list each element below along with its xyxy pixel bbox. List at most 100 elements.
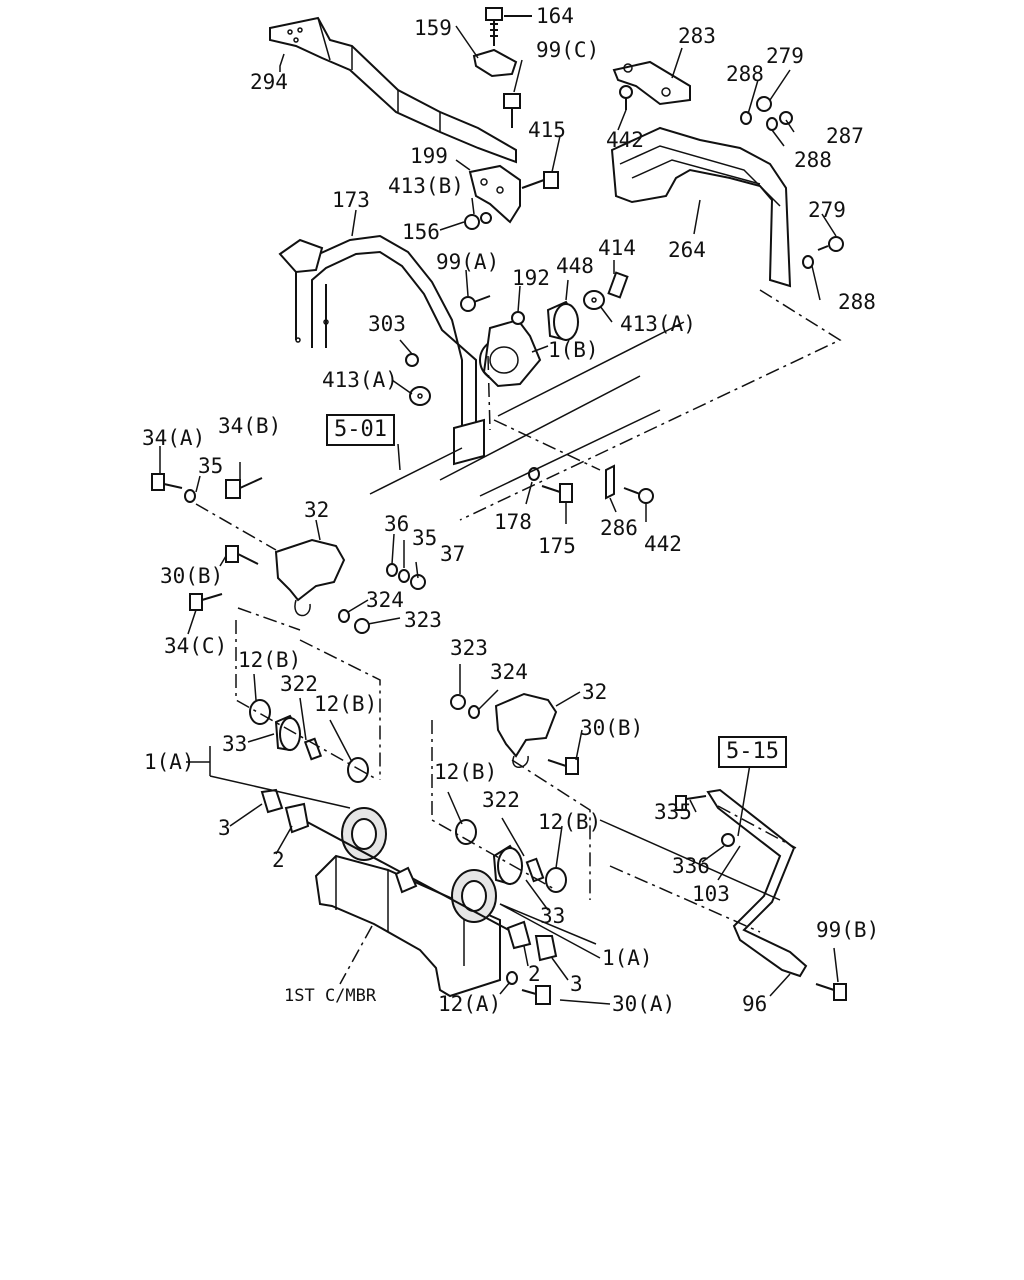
callout-12b-3: 12(B) xyxy=(434,760,498,784)
callout-413a-right: 413(A) xyxy=(620,312,696,336)
callout-175: 175 xyxy=(538,534,576,558)
callout-35-right: 35 xyxy=(412,526,438,550)
plate-286 xyxy=(605,464,654,504)
callout-35-left: 35 xyxy=(198,454,224,478)
bushing-1b xyxy=(479,318,542,388)
callout-99c: 99(C) xyxy=(536,38,600,62)
bracket-32-right xyxy=(450,692,579,775)
washers-35-36-37 xyxy=(184,489,426,634)
callout-442-bottom: 442 xyxy=(644,532,682,556)
callout-34a: 34(A) xyxy=(142,426,206,450)
washer-288 xyxy=(740,111,814,269)
callout-159: 159 xyxy=(414,16,452,40)
callout-303: 303 xyxy=(368,312,406,336)
callout-286: 286 xyxy=(600,516,638,540)
callout-279-right: 279 xyxy=(808,198,846,222)
frame-173 xyxy=(278,234,485,466)
bracket-294 xyxy=(269,16,517,164)
callout-32-left: 32 xyxy=(304,498,330,522)
callout-37: 37 xyxy=(440,542,466,566)
callout-322-left: 322 xyxy=(280,672,318,696)
callout-288-mid: 288 xyxy=(794,148,832,172)
callout-leaders xyxy=(159,25,839,1005)
callout-173: 173 xyxy=(332,188,370,212)
callout-287: 287 xyxy=(826,124,864,148)
callout-413b: 413(B) xyxy=(388,174,464,198)
callout-3-left: 3 xyxy=(218,816,231,840)
callout-442-top: 442 xyxy=(606,128,644,152)
reference-box-5-01: 5-01 xyxy=(326,414,395,446)
mount-448 xyxy=(546,300,580,342)
callout-322-right: 322 xyxy=(482,788,520,812)
reference-box-5-15: 5-15 xyxy=(718,736,787,768)
callout-192: 192 xyxy=(512,266,550,290)
callout-32-right: 32 xyxy=(582,680,608,704)
callout-99a: 99(A) xyxy=(436,250,500,274)
callout-323-left: 323 xyxy=(404,608,442,632)
bolt-442a xyxy=(619,85,633,110)
callout-156: 156 xyxy=(402,220,440,244)
bolt-30a xyxy=(506,971,551,1005)
callout-414: 414 xyxy=(598,236,636,260)
callout-1a-left: 1(A) xyxy=(144,750,195,774)
callout-12b-4: 12(B) xyxy=(538,810,602,834)
bracket-159 xyxy=(472,48,518,78)
callout-30b-left: 30(B) xyxy=(160,564,224,588)
callout-12b-1: 12(B) xyxy=(238,648,302,672)
nut-303 xyxy=(405,353,419,367)
callout-12b-2: 12(B) xyxy=(314,692,378,716)
bolt-99a xyxy=(460,295,491,312)
crossmember-note: 1ST C/MBR xyxy=(284,986,377,1006)
bolt-279 xyxy=(756,96,844,252)
callout-36: 36 xyxy=(384,512,410,536)
callout-288-right: 288 xyxy=(838,290,876,314)
callout-33-left: 33 xyxy=(222,732,248,756)
bolt-99c xyxy=(503,93,521,128)
bolt-175-178 xyxy=(528,467,573,503)
callout-324-left: 324 xyxy=(366,588,404,612)
frame-264 xyxy=(610,126,792,288)
callout-164: 164 xyxy=(536,4,574,28)
callout-199: 199 xyxy=(410,144,448,168)
callout-30b-right: 30(B) xyxy=(580,716,644,740)
reference-lines xyxy=(369,321,781,901)
mount-33-left xyxy=(249,699,369,783)
lever-96 xyxy=(675,788,847,1001)
callout-2-right: 2 xyxy=(528,962,541,986)
callout-264: 264 xyxy=(668,238,706,262)
callout-3-right: 3 xyxy=(570,972,583,996)
leader-lines xyxy=(195,289,842,985)
bolt-3 xyxy=(260,788,558,962)
callout-413a-left: 413(A) xyxy=(322,368,398,392)
callout-324-right: 324 xyxy=(490,660,528,684)
callout-99b: 99(B) xyxy=(816,918,880,942)
callout-1b: 1(B) xyxy=(548,338,599,362)
bolt-415 xyxy=(521,171,559,189)
bracket-199 xyxy=(468,164,521,224)
callout-33-right: 33 xyxy=(540,904,566,928)
shaft-2 xyxy=(284,802,532,950)
callout-178: 178 xyxy=(494,510,532,534)
callout-279-top: 279 xyxy=(766,44,804,68)
callout-30a: 30(A) xyxy=(612,992,676,1016)
callout-294: 294 xyxy=(250,70,288,94)
callout-1a-right: 1(A) xyxy=(602,946,653,970)
callout-415: 415 xyxy=(528,118,566,142)
callout-288-top: 288 xyxy=(726,62,764,86)
callout-34c: 34(C) xyxy=(164,634,228,658)
bolt-164 xyxy=(485,7,532,46)
callout-448: 448 xyxy=(556,254,594,278)
nut-156 xyxy=(464,212,492,230)
callout-34b: 34(B) xyxy=(218,414,282,438)
bracket-32-left xyxy=(274,538,346,617)
callout-336: 336 xyxy=(672,854,710,878)
callout-2-left: 2 xyxy=(272,848,285,872)
callout-335: 335 xyxy=(654,800,692,824)
mount-33-right xyxy=(455,819,567,893)
callout-96: 96 xyxy=(742,992,768,1016)
callout-103: 103 xyxy=(692,882,730,906)
callout-323-right: 323 xyxy=(450,636,488,660)
nut-192 xyxy=(511,311,525,325)
